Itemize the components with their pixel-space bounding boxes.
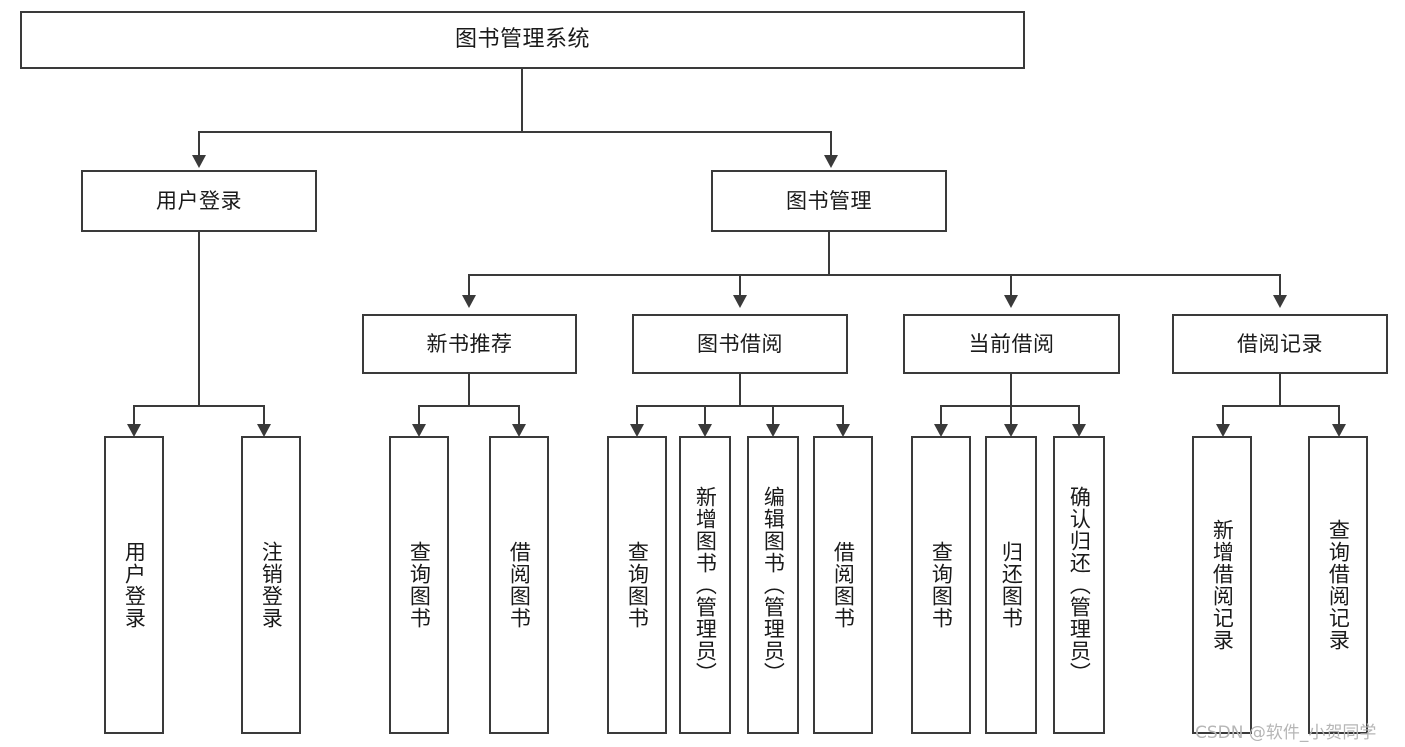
- leaf-cb-query-book[interactable]: 查询图书: [911, 436, 971, 734]
- arrowhead-to-current-borrow: [1004, 295, 1018, 308]
- connector-user-login-drop-1: [133, 405, 136, 428]
- leaf-label: 用户登录: [122, 541, 147, 629]
- connector-cb-drop-3: [1078, 405, 1081, 428]
- node-user-login[interactable]: 用户登录: [81, 170, 317, 232]
- arrowhead-to-book-borrow: [733, 295, 747, 308]
- node-label: 借阅记录: [1237, 331, 1323, 356]
- connector-user-login-drop-2: [263, 405, 266, 428]
- arrowhead-to-book-management: [824, 155, 838, 168]
- connector-bb-drop-1: [636, 405, 639, 428]
- connector-bm-drop-2: [739, 274, 742, 298]
- arrowhead-bb-leaf-4: [836, 424, 850, 437]
- connector-nbr-stem: [468, 374, 471, 405]
- arrowhead-to-new-book-recommend: [462, 295, 476, 308]
- arrowhead-br-leaf-1: [1216, 424, 1230, 437]
- leaf-label: 借阅图书: [507, 541, 532, 629]
- connector-root-drop-left: [198, 131, 201, 157]
- connector-br-bus: [1222, 405, 1340, 408]
- node-label: 用户登录: [156, 188, 242, 213]
- arrowhead-cb-leaf-2: [1004, 424, 1018, 437]
- arrowhead-br-leaf-2: [1332, 424, 1346, 437]
- connector-book-management-bus: [468, 274, 1280, 277]
- leaf-bb-edit-book-admin[interactable]: 编辑图书（管理员）: [747, 436, 799, 734]
- connector-bb-bus: [636, 405, 844, 408]
- leaf-label: 编辑图书（管理员）: [761, 486, 786, 684]
- connector-bm-drop-3: [1010, 274, 1013, 298]
- leaf-br-query-record[interactable]: 查询借阅记录: [1308, 436, 1368, 734]
- connector-user-login-stem: [198, 232, 201, 405]
- arrowhead-user-login-leaf-2: [257, 424, 271, 437]
- leaf-label: 注销登录: [259, 541, 284, 629]
- leaf-label: 确认归还（管理员）: [1067, 486, 1092, 684]
- connector-cb-drop-1: [940, 405, 943, 428]
- leaf-label: 新增借阅记录: [1210, 519, 1235, 651]
- leaf-label: 借阅图书: [831, 541, 856, 629]
- leaf-bb-add-book-admin[interactable]: 新增图书（管理员）: [679, 436, 731, 734]
- leaf-br-add-record[interactable]: 新增借阅记录: [1192, 436, 1252, 734]
- leaf-nbr-query-book[interactable]: 查询图书: [389, 436, 449, 734]
- connector-bm-drop-1: [468, 274, 471, 298]
- leaf-label: 查询借阅记录: [1326, 519, 1351, 651]
- arrowhead-bb-leaf-1: [630, 424, 644, 437]
- arrowhead-user-login-leaf-1: [127, 424, 141, 437]
- connector-user-login-bus: [133, 405, 265, 408]
- leaf-user-login-logout[interactable]: 注销登录: [241, 436, 301, 734]
- connector-br-drop-1: [1222, 405, 1225, 428]
- connector-nbr-drop-2: [518, 405, 521, 428]
- leaf-user-login-login[interactable]: 用户登录: [104, 436, 164, 734]
- leaf-label: 查询图书: [407, 541, 432, 629]
- connector-book-management-stem: [828, 232, 831, 274]
- connector-br-stem: [1279, 374, 1282, 405]
- connector-bb-drop-3: [772, 405, 775, 428]
- connector-bb-stem: [739, 374, 742, 405]
- connector-cb-drop-2: [1010, 405, 1013, 428]
- connector-root-bus: [198, 131, 832, 134]
- leaf-cb-return-book[interactable]: 归还图书: [985, 436, 1037, 734]
- node-book-borrow[interactable]: 图书借阅: [632, 314, 848, 374]
- leaf-nbr-borrow-book[interactable]: 借阅图书: [489, 436, 549, 734]
- connector-br-drop-2: [1338, 405, 1341, 428]
- connector-cb-stem: [1010, 374, 1013, 405]
- arrowhead-to-user-login: [192, 155, 206, 168]
- connector-bb-drop-4: [842, 405, 845, 428]
- node-root-book-management-system[interactable]: 图书管理系统: [20, 11, 1025, 69]
- connector-root-drop-right: [830, 131, 833, 157]
- leaf-label: 新增图书（管理员）: [693, 486, 718, 684]
- arrowhead-bb-leaf-3: [766, 424, 780, 437]
- arrowhead-to-borrow-record: [1273, 295, 1287, 308]
- node-book-management[interactable]: 图书管理: [711, 170, 947, 232]
- connector-bm-drop-4: [1279, 274, 1282, 298]
- node-label: 图书管理系统: [454, 27, 590, 52]
- arrowhead-bb-leaf-2: [698, 424, 712, 437]
- leaf-cb-confirm-return-admin[interactable]: 确认归还（管理员）: [1053, 436, 1105, 734]
- node-label: 当前借阅: [968, 331, 1055, 356]
- leaf-bb-query-book[interactable]: 查询图书: [607, 436, 667, 734]
- arrowhead-nbr-leaf-2: [512, 424, 526, 437]
- connector-bb-drop-2: [704, 405, 707, 428]
- node-new-book-recommend[interactable]: 新书推荐: [362, 314, 577, 374]
- node-label: 图书管理: [786, 188, 872, 213]
- arrowhead-nbr-leaf-1: [412, 424, 426, 437]
- node-current-borrow[interactable]: 当前借阅: [903, 314, 1120, 374]
- leaf-label: 归还图书: [999, 541, 1024, 629]
- leaf-bb-borrow-book[interactable]: 借阅图书: [813, 436, 873, 734]
- arrowhead-cb-leaf-1: [934, 424, 948, 437]
- node-label: 新书推荐: [426, 331, 513, 356]
- connector-nbr-bus: [418, 405, 520, 408]
- arrowhead-cb-leaf-3: [1072, 424, 1086, 437]
- leaf-label: 查询图书: [929, 541, 954, 629]
- node-label: 图书借阅: [697, 331, 783, 356]
- leaf-label: 查询图书: [625, 541, 650, 629]
- connector-nbr-drop-1: [418, 405, 421, 428]
- connector-root-stem: [521, 69, 524, 131]
- node-borrow-record[interactable]: 借阅记录: [1172, 314, 1388, 374]
